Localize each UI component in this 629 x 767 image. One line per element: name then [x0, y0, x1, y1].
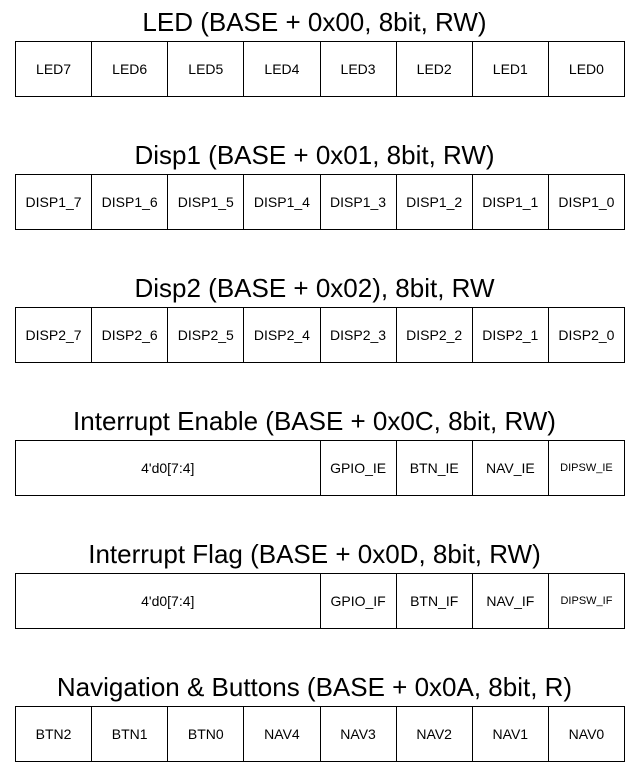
bitfield-cell-disp1-4: DISP1_4	[243, 174, 321, 230]
bitfield-cell-led3: LED3	[319, 41, 397, 97]
bitfield-cell-gpio-if: GPIO_IF	[319, 573, 397, 629]
bitfield-cell-disp1-7: DISP1_7	[14, 174, 93, 230]
bitfield-cell-led2: LED2	[395, 41, 473, 97]
register-title: Disp2 (BASE + 0x02), 8bit, RW	[134, 273, 495, 303]
bitfield-cell-disp1-3: DISP1_3	[319, 174, 397, 230]
bitfield-cell-disp1-0: DISP1_0	[547, 174, 626, 230]
bitfield-cell-nav-ie: NAV_IE	[471, 440, 549, 496]
bitfield-cell-disp2-7: DISP2_7	[14, 307, 93, 363]
bitfield-cell-btn2: BTN2	[14, 706, 93, 762]
bitfield-cell-disp2-6: DISP2_6	[91, 307, 169, 363]
bitfield-cell-btn-if: BTN_IF	[395, 573, 473, 629]
bitfield-cell-nav3: NAV3	[319, 706, 397, 762]
bitfield-cell-nav-if: NAV_IF	[471, 573, 549, 629]
bitfield-cell-dipsw-ie: DIPSW_IE	[547, 440, 626, 496]
bitfield-cell-led5: LED5	[167, 41, 245, 97]
bitfield-cell-nav0: NAV0	[547, 706, 626, 762]
bitfield-cell-disp1-2: DISP1_2	[395, 174, 473, 230]
bitfield-cell-nav1: NAV1	[471, 706, 549, 762]
bitfield-cell-btn0: BTN0	[167, 706, 245, 762]
bitfield-cell-4-d0-7-4: 4'd0[7:4]	[15, 440, 321, 496]
bitfield-cell-disp2-1: DISP2_1	[471, 307, 549, 363]
bitfield-cell-gpio-ie: GPIO_IE	[319, 440, 397, 496]
bitfield-cell-disp2-5: DISP2_5	[167, 307, 245, 363]
bitfield-cell-led0: LED0	[547, 41, 626, 97]
bitfield-cell-led7: LED7	[14, 41, 93, 97]
bitfield-cell-led1: LED1	[471, 41, 549, 97]
bitfield-cell-4-d0-7-4: 4'd0[7:4]	[15, 573, 321, 629]
bitfield-cell-dipsw-if: DIPSW_IF	[547, 573, 626, 629]
bitfield-cell-disp2-0: DISP2_0	[547, 307, 626, 363]
bitfield-cell-disp1-5: DISP1_5	[167, 174, 245, 230]
bitfield-cell-disp2-3: DISP2_3	[319, 307, 397, 363]
bitfield-cell-btn1: BTN1	[91, 706, 169, 762]
register-title: LED (BASE + 0x00, 8bit, RW)	[142, 7, 487, 37]
register-title: Interrupt Enable (BASE + 0x0C, 8bit, RW)	[73, 406, 556, 436]
bitfield-cell-disp2-2: DISP2_2	[395, 307, 473, 363]
bitfield-cell-nav4: NAV4	[243, 706, 321, 762]
register-title: Disp1 (BASE + 0x01, 8bit, RW)	[134, 140, 495, 170]
bitfield-cell-disp1-1: DISP1_1	[471, 174, 549, 230]
bitfield-cell-btn-ie: BTN_IE	[395, 440, 473, 496]
bitfield-cell-led6: LED6	[91, 41, 169, 97]
bitfield-cell-led4: LED4	[243, 41, 321, 97]
bitfield-cell-nav2: NAV2	[395, 706, 473, 762]
bitfield-cell-disp1-6: DISP1_6	[91, 174, 169, 230]
bitfield-cell-disp2-4: DISP2_4	[243, 307, 321, 363]
register-title: Navigation & Buttons (BASE + 0x0A, 8bit,…	[56, 672, 573, 702]
register-title: Interrupt Flag (BASE + 0x0D, 8bit, RW)	[88, 539, 541, 569]
